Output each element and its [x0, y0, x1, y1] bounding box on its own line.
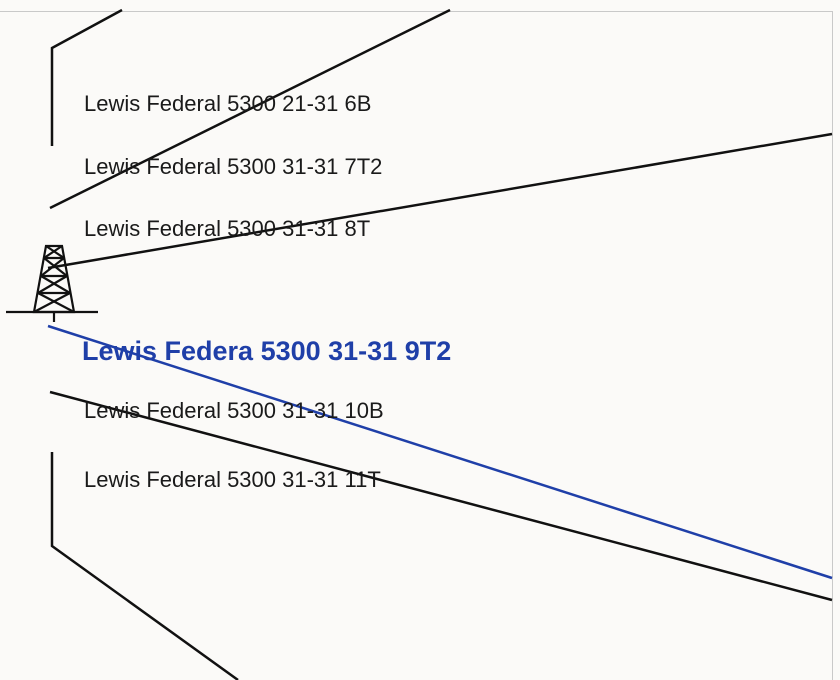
well-label-7t2: Lewis Federal 5300 31-31 7T2: [84, 154, 383, 179]
well-label-9t2: Lewis Federa 5300 31-31 9T2: [82, 336, 452, 366]
wellbore-path-8t: [47, 132, 833, 270]
wellbore-path-10b: [49, 390, 833, 602]
well-label-10b: Lewis Federal 5300 31-31 10B: [84, 398, 384, 423]
well-label-11t: Lewis Federal 5300 31-31 11T: [84, 467, 381, 492]
wellbore-path-9t2: [47, 324, 833, 580]
well-label-8t: Lewis Federal 5300 31-31 8T: [84, 216, 371, 241]
wellbore-path-6b: [50, 8, 123, 146]
well-label-6b: Lewis Federal 5300 21-31 6B: [84, 91, 372, 116]
frame-right-edge: [832, 11, 833, 680]
frame-top-edge: [0, 11, 832, 12]
wellbore-path-11t: [50, 452, 239, 680]
derrick-icon: [6, 244, 98, 322]
wellbore-path-7t2: [49, 8, 451, 210]
